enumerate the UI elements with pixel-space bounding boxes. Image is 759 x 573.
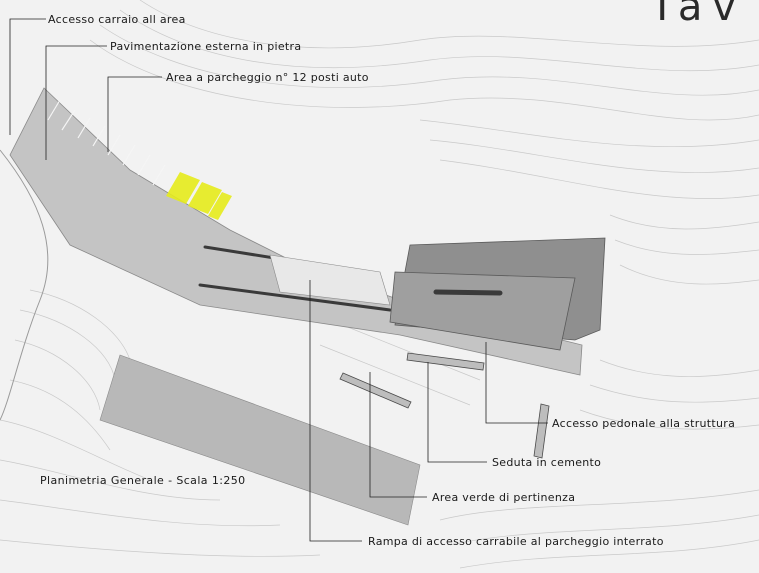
parking-highlight [166,172,232,220]
label-green-area: Area verde di pertinenza [432,491,576,504]
plan-title: Planimetria Generale - Scala 1:250 [40,474,246,487]
road-edge [0,149,49,421]
stone-paving-area [9,87,583,376]
ramp-surface [269,254,391,306]
concrete-benches [339,352,550,459]
label-vehicle-access: Accesso carraio all area [48,13,186,26]
roof-skylight [433,289,503,296]
adjacent-building [99,354,421,526]
label-concrete-seat: Seduta in cemento [492,456,602,469]
label-stone-paving: Pavimentazione esterna in pietra [110,40,302,53]
label-pedestrian-access: Accesso pedonale alla struttura [552,417,736,430]
sheet-title: Tav I [650,0,759,30]
label-parking-area: Area a parcheggio n° 12 posti auto [166,71,369,84]
label-access-ramp: Rampa di accesso carrabile al parcheggio… [368,535,664,548]
parking-stalls [47,99,166,186]
leader-lines [9,18,548,542]
